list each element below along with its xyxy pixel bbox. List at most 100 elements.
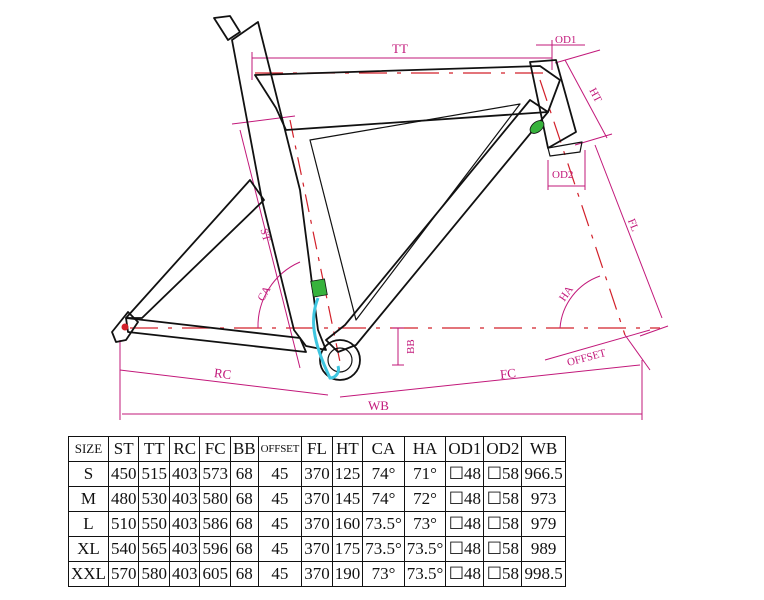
cell-fl: 370 [301, 486, 333, 512]
cell-fc: 605 [199, 561, 231, 587]
cell-rc: 403 [168, 461, 201, 487]
cell-offset: 45 [257, 486, 303, 512]
cable-routing [121, 120, 545, 380]
cell-rc: 403 [168, 511, 201, 537]
cell-bb: 68 [229, 511, 259, 537]
cell-wb: 966.5 [521, 461, 566, 487]
header-size: SIZE [68, 436, 109, 462]
cell-offset: 45 [257, 536, 303, 562]
header-wb: WB [521, 436, 566, 462]
cell-fc: 573 [199, 461, 231, 487]
table-row: XL 540 565 403 596 68 45 370 175 73.5° 7… [68, 536, 566, 562]
cell-ht: 160 [331, 511, 364, 537]
cell-ca: 73° [362, 561, 405, 587]
cell-st: 480 [107, 486, 140, 512]
label-st: ST [257, 227, 272, 243]
cell-ha: 72° [403, 486, 447, 512]
cell-fc: 586 [199, 511, 231, 537]
header-rc: RC [168, 436, 201, 462]
cell-st: 450 [107, 461, 140, 487]
reference-lines [130, 72, 660, 363]
cell-rc: 403 [168, 486, 201, 512]
cell-size: L [68, 511, 109, 537]
label-ht: HT [586, 86, 604, 105]
cell-rc: 403 [168, 536, 201, 562]
cell-size: M [68, 486, 109, 512]
cell-ht: 190 [331, 561, 364, 587]
label-wb: WB [368, 398, 389, 413]
cell-wb: 979 [521, 511, 566, 537]
cell-ha: 71° [403, 461, 447, 487]
cell-ha: 73.5° [403, 561, 447, 587]
label-bb: BB [405, 339, 417, 354]
label-fc: FC [499, 365, 516, 382]
label-od2: OD2 [552, 169, 573, 181]
cell-size: XXL [68, 561, 109, 587]
cell-ca: 73.5° [362, 536, 405, 562]
cell-od2: ☐58 [483, 486, 523, 512]
header-od1: OD1 [445, 436, 485, 462]
cell-bb: 68 [229, 536, 259, 562]
cell-rc: 403 [168, 561, 201, 587]
label-ha: HA [557, 284, 576, 304]
cell-size: XL [68, 536, 109, 562]
cell-fl: 370 [301, 561, 333, 587]
cell-od1: ☐48 [445, 486, 485, 512]
label-rc: RC [213, 365, 232, 382]
frame-geometry-diagram: TT OD1 HT OD2 FL ST CA HA BB OFFSET RC F… [111, 15, 669, 420]
header-ca: CA [362, 436, 405, 462]
label-ca: CA [255, 284, 273, 303]
cell-fc: 580 [199, 486, 231, 512]
cell-wb: 973 [521, 486, 566, 512]
cell-st: 510 [107, 511, 140, 537]
table-row: S 450 515 403 573 68 45 370 125 74° 71° … [68, 461, 566, 487]
geometry-table: SIZE ST TT RC FC BB OFFSET FL HT CA HA O… [68, 436, 566, 587]
table-row: L 510 550 403 586 68 45 370 160 73.5° 73… [68, 511, 566, 537]
cell-offset: 45 [257, 461, 303, 487]
header-fc: FC [199, 436, 231, 462]
cell-od2: ☐58 [483, 511, 523, 537]
table-header-row: SIZE ST TT RC FC BB OFFSET FL HT CA HA O… [68, 436, 566, 462]
cell-bb: 68 [229, 486, 259, 512]
label-fl: FL [625, 217, 641, 234]
cell-od2: ☐58 [483, 461, 523, 487]
label-offset: OFFSET [566, 347, 608, 369]
header-tt: TT [138, 436, 170, 462]
cell-fl: 370 [301, 511, 333, 537]
cell-st: 570 [107, 561, 140, 587]
cell-offset: 45 [257, 511, 303, 537]
header-st: ST [107, 436, 140, 462]
cell-tt: 580 [138, 561, 170, 587]
cell-fc: 596 [199, 536, 231, 562]
cell-bb: 68 [229, 461, 259, 487]
table-row: XXL 570 580 403 605 68 45 370 190 73° 73… [68, 561, 566, 587]
header-od2: OD2 [483, 436, 523, 462]
cell-od1: ☐48 [445, 536, 485, 562]
cell-ca: 74° [362, 486, 405, 512]
cell-ht: 145 [331, 486, 364, 512]
cell-bb: 68 [229, 561, 259, 587]
cell-od1: ☐48 [445, 511, 485, 537]
cell-tt: 565 [138, 536, 170, 562]
cell-ht: 175 [331, 536, 364, 562]
cell-tt: 550 [138, 511, 170, 537]
cell-fl: 370 [301, 461, 333, 487]
cell-fl: 370 [301, 536, 333, 562]
header-fl: FL [301, 436, 333, 462]
cell-offset: 45 [257, 561, 303, 587]
cell-ca: 73.5° [362, 511, 405, 537]
header-offset: OFFSET [257, 436, 303, 462]
cell-ht: 125 [331, 461, 364, 487]
cell-od2: ☐58 [483, 536, 523, 562]
header-bb: BB [229, 436, 259, 462]
label-od1: OD1 [555, 34, 576, 46]
header-ht: HT [331, 436, 364, 462]
cell-size: S [68, 461, 109, 487]
header-ha: HA [403, 436, 447, 462]
cell-ha: 73° [403, 511, 447, 537]
cell-od1: ☐48 [445, 461, 485, 487]
cell-tt: 515 [138, 461, 170, 487]
cell-wb: 998.5 [521, 561, 566, 587]
dimension-lines [119, 40, 669, 420]
cell-st: 540 [107, 536, 140, 562]
